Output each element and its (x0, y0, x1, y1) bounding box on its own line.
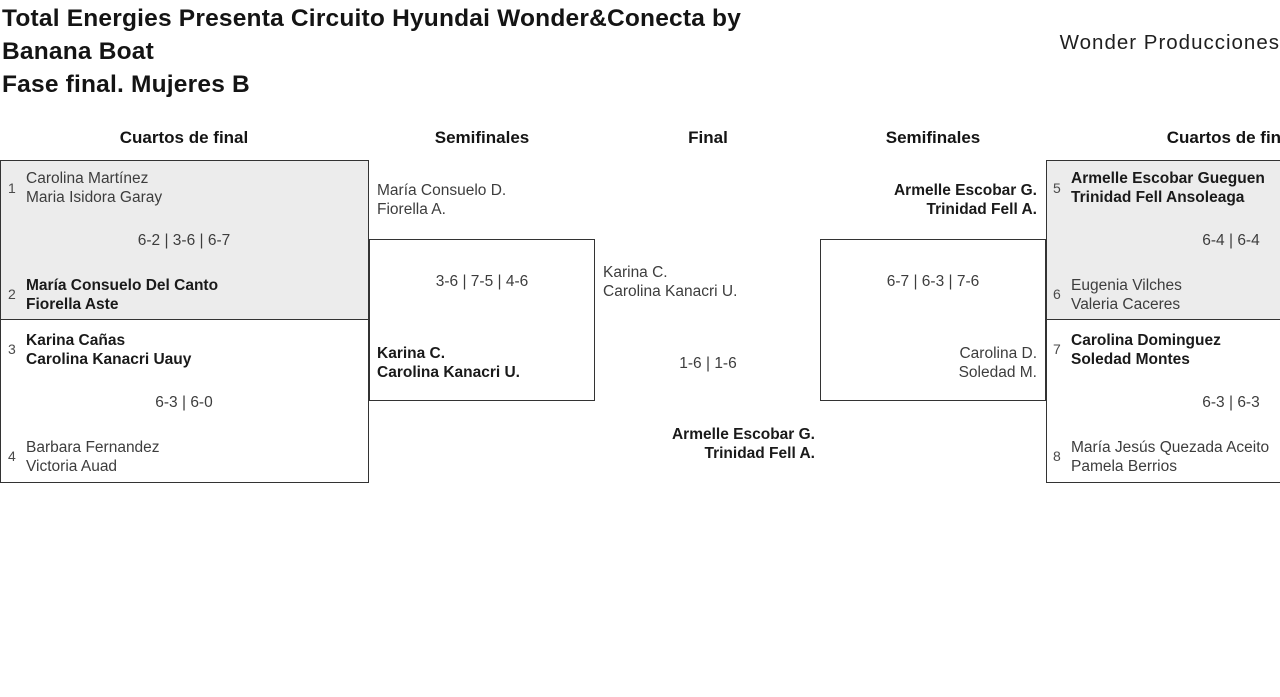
match-score: 6-2 | 3-6 | 6-7 (137, 232, 231, 249)
team-name-line: Maria Isidora Garay (26, 189, 163, 206)
team-name-line: Pamela Berrios (1071, 458, 1177, 475)
team-name-line: Trinidad Fell A. (926, 201, 1037, 218)
round-header-final: Final (688, 128, 728, 147)
match-left-qf-bottom[interactable] (0, 320, 369, 483)
match-score: 6-3 | 6-3 (1202, 394, 1260, 411)
round-header-left-semifinals: Semifinales (434, 128, 530, 147)
match-score: 6-3 | 6-0 (155, 394, 213, 411)
round-header-right-semifinals: Semifinales (885, 128, 981, 147)
team-name-line: Soledad Montes (1071, 351, 1190, 368)
team-name-line: Carolina Kanacri U. (377, 364, 520, 381)
match-left-semifinal[interactable] (369, 239, 595, 401)
title-line-2: Banana Boat (2, 38, 154, 65)
match-right-qf-top[interactable] (1046, 160, 1280, 320)
seed-number: 4 (8, 448, 16, 464)
seed-number: 5 (1053, 180, 1061, 196)
team-name-line: Carolina Kanacri U. (603, 283, 738, 300)
team-name-line: Carolina D. (959, 345, 1037, 362)
team-name-line: Karina C. (603, 264, 668, 281)
team-name-line: Karina Cañas (26, 332, 126, 349)
team-name-line: Trinidad Fell A. (704, 445, 815, 462)
team-name-line: Victoria Auad (26, 458, 118, 475)
team-name-line: Trinidad Fell Ansoleaga (1071, 189, 1245, 206)
title-line-1: Total Energies Presenta Circuito Hyundai… (2, 5, 742, 32)
team-name-line: Armelle Escobar G. (893, 182, 1037, 199)
seed-number: 1 (8, 180, 16, 196)
match-left-qf-top[interactable] (0, 160, 369, 320)
team-name-line: Karina C. (377, 345, 446, 362)
organizer-label: Wonder Producciones (1059, 31, 1280, 54)
team-name-line: Armelle Escobar Gueguen (1071, 170, 1265, 187)
team-name-line: Fiorella A. (377, 201, 446, 218)
team-name-line: Armelle Escobar G. (671, 426, 815, 443)
round-header-left-quarterfinals: Cuartos de final (119, 128, 249, 147)
team-name-line: Carolina Dominguez (1071, 332, 1221, 349)
match-right-semifinal[interactable] (820, 239, 1046, 401)
team-name-line: María Consuelo D. (377, 182, 507, 199)
team-name-line: María Consuelo Del Canto (26, 277, 219, 294)
team-name-line: Valeria Caceres (1071, 296, 1181, 313)
match-score: 6-7 | 6-3 | 7-6 (886, 273, 980, 290)
seed-number: 6 (1053, 286, 1061, 302)
seed-number: 2 (8, 286, 16, 302)
team-name-line: María Jesús Quezada Aceito (1071, 439, 1270, 456)
team-name-line: Carolina Martínez (26, 170, 149, 187)
team-name-line: Barbara Fernandez (26, 439, 160, 456)
team-name-line: Soledad M. (958, 364, 1037, 381)
seed-number: 3 (8, 341, 16, 357)
match-score: 6-4 | 6-4 (1202, 232, 1260, 249)
team-name-line: Eugenia Vilches (1071, 277, 1182, 294)
page-title: Total Energies Presenta Circuito Hyundai… (2, 2, 741, 101)
round-header-right-quarterfinals: Cuartos de final (1166, 128, 1280, 147)
team-name-line: Fiorella Aste (26, 296, 119, 313)
match-score: 1-6 | 1-6 (679, 355, 737, 372)
seed-number: 7 (1053, 341, 1061, 357)
seed-number: 8 (1053, 448, 1061, 464)
title-line-3: Fase final. Mujeres B (2, 71, 250, 98)
match-right-qf-bottom[interactable] (1046, 320, 1280, 483)
match-score: 3-6 | 7-5 | 4-6 (435, 273, 529, 290)
team-name-line: Carolina Kanacri Uauy (26, 351, 192, 368)
